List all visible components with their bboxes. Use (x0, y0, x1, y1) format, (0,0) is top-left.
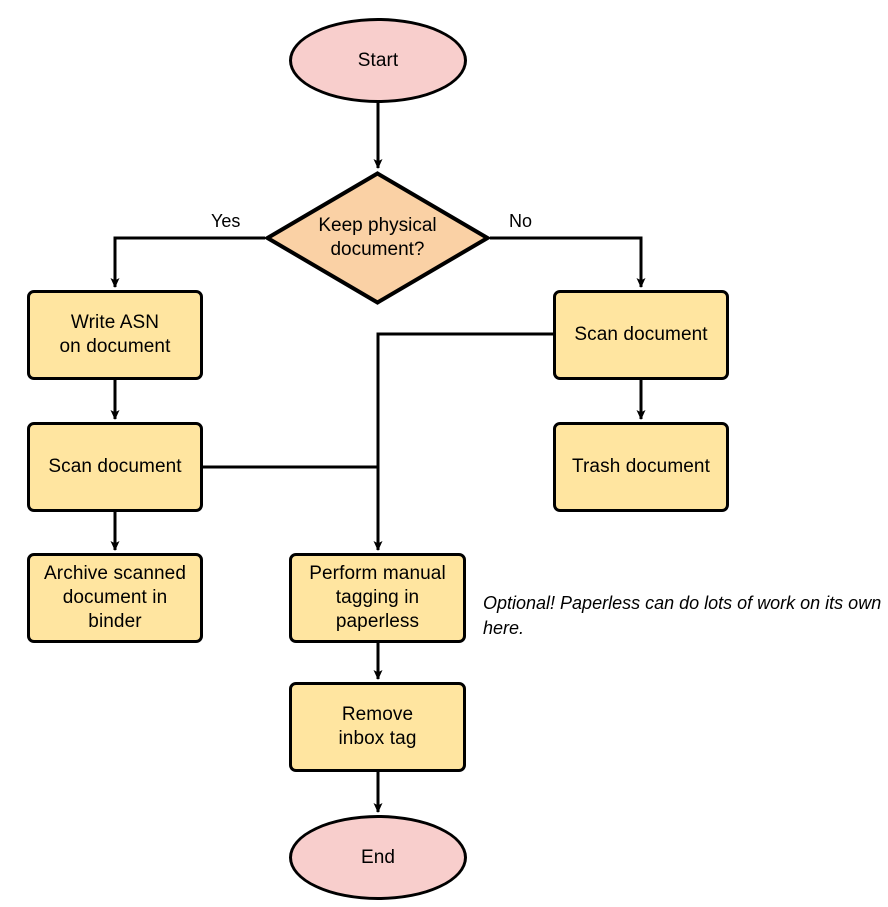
edge-decision-no-to-scan-right (490, 236, 646, 288)
node-trash-document-label: Trash document (572, 456, 710, 478)
edge-scan-right-to-tagging (373, 332, 553, 551)
edge-decision-yes-to-write-asn (110, 236, 265, 288)
node-perform-manual-tagging[interactable]: Perform manual tagging in paperless (289, 553, 466, 643)
node-archive-label: Archive scanned document in binder (44, 563, 186, 632)
node-write-asn-label: Write ASN on document (59, 312, 171, 357)
node-archive-scanned-document[interactable]: Archive scanned document in binder (27, 553, 203, 643)
node-scan-document-right-label: Scan document (574, 324, 708, 346)
node-remove-inbox-tag[interactable]: Remove inbox tag (289, 682, 466, 772)
node-perform-manual-tagging-label: Perform manual tagging in paperless (309, 563, 446, 632)
diamond-shape-icon (265, 171, 490, 305)
edge-label-no: No (509, 211, 533, 231)
node-decision-label: Keep physical document? (318, 215, 437, 260)
node-trash-document[interactable]: Trash document (553, 422, 729, 512)
node-start[interactable]: Start (289, 18, 467, 103)
node-start-label: Start (357, 49, 399, 71)
node-end[interactable]: End (289, 815, 467, 900)
node-remove-inbox-tag-label: Remove inbox tag (338, 704, 417, 749)
node-scan-document-left-label: Scan document (48, 456, 182, 478)
node-write-asn-on-document[interactable]: Write ASN on document (27, 290, 203, 380)
edge-label-yes: Yes (211, 211, 241, 231)
node-scan-document-left[interactable]: Scan document (27, 422, 203, 512)
annotation-optional-note: Optional! Paperless can do lots of work … (483, 593, 882, 639)
node-decision-keep-physical-document[interactable]: Keep physical document? (265, 171, 490, 305)
node-scan-document-right[interactable]: Scan document (553, 290, 729, 380)
node-end-label: End (360, 846, 396, 868)
